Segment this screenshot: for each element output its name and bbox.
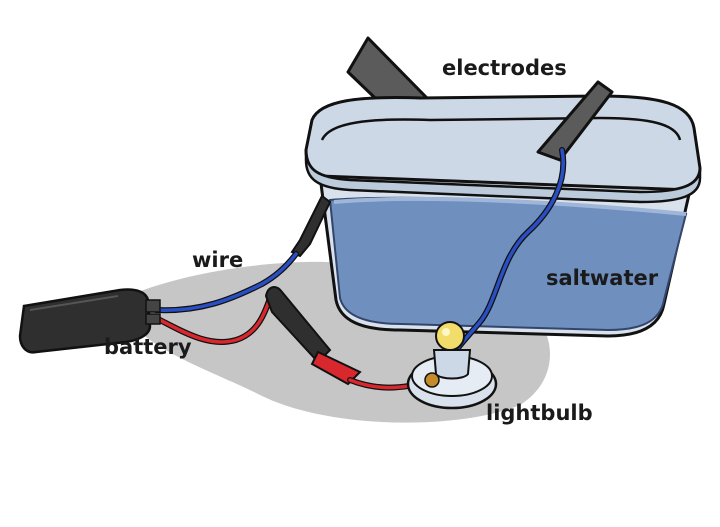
container: [304, 94, 702, 338]
label-electrodes: electrodes: [442, 56, 567, 80]
alligator-clip-red: [264, 286, 362, 386]
bulb-glass: [435, 321, 465, 351]
brass-screw: [424, 372, 440, 388]
alligator-clip-black: [290, 194, 332, 258]
battery: [18, 288, 161, 354]
lightbulb: [406, 321, 498, 410]
electrode-right: [536, 80, 614, 162]
label-battery: battery: [104, 335, 192, 359]
label-lightbulb: lightbulb: [486, 401, 593, 425]
label-wire: wire: [192, 248, 244, 272]
label-saltwater: saltwater: [546, 266, 659, 290]
